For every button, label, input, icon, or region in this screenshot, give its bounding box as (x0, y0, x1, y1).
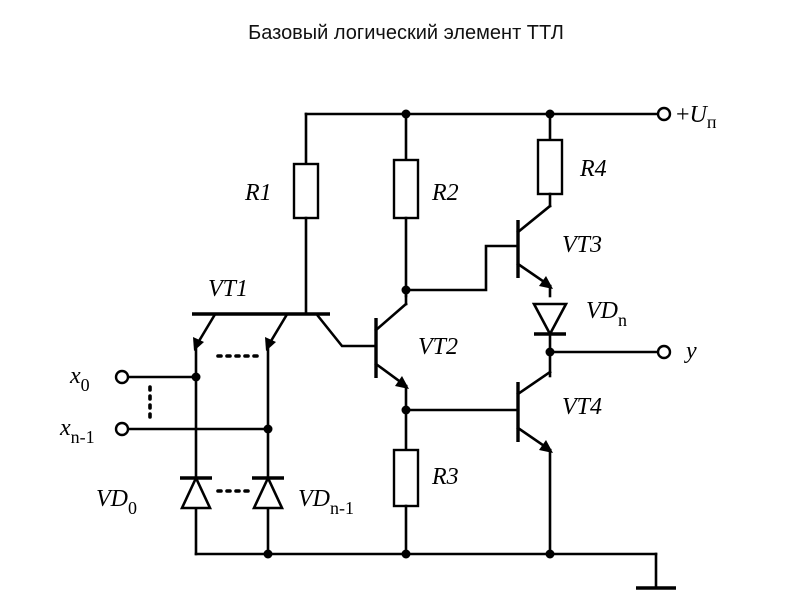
vt3-label: VT3 (562, 232, 602, 258)
transistor-vt1 (192, 312, 378, 351)
input-x0-terminal[interactable] (114, 369, 130, 385)
diode-vd0 (179, 474, 213, 510)
transistor-vt3 (516, 204, 553, 298)
diode-vdn1 (251, 474, 285, 510)
resistor-r2 (392, 158, 420, 220)
transistor-vt4 (516, 370, 553, 556)
vd0-label: VD0 (96, 486, 137, 518)
resistor-r3 (392, 448, 420, 508)
supply-rail (304, 109, 660, 119)
output-label: y (684, 338, 697, 364)
vdn1-label: VDn-1 (298, 486, 354, 518)
ground-rail (194, 549, 658, 590)
transistor-vt2 (374, 288, 409, 452)
vt4-label: VT4 (562, 394, 602, 420)
input-xn1-terminal[interactable] (114, 421, 130, 437)
input-xn1-label: xn-1 (59, 415, 95, 447)
input-x0-label: x0 (69, 363, 90, 395)
output-terminal[interactable] (656, 344, 672, 360)
page-title: Базовый логический элемент ТТЛ (248, 22, 564, 44)
vdn-label: VDn (586, 298, 627, 330)
r1-label: R1 (244, 180, 272, 206)
r3-label: R3 (431, 464, 459, 490)
resistor-r1 (292, 162, 320, 220)
vt1-label: VT1 (208, 276, 248, 302)
r4-label: R4 (579, 156, 607, 182)
resistor-r4 (536, 138, 564, 196)
supply-terminal[interactable] (656, 106, 672, 122)
vt2-label: VT2 (418, 334, 458, 360)
r2-label: R2 (431, 180, 459, 206)
diode-vdn (531, 302, 569, 378)
supply-label: +Uп (676, 102, 717, 132)
